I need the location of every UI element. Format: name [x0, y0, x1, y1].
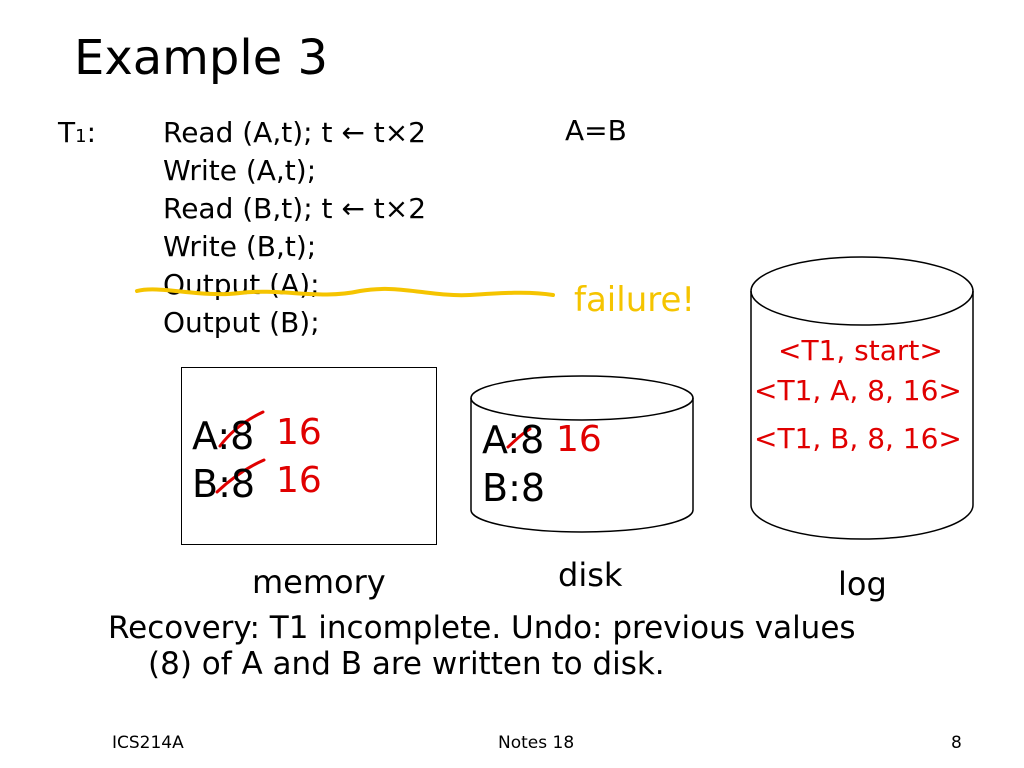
- strike-memory-a: [218, 410, 265, 448]
- code-line-4: Write (B,t);: [163, 230, 317, 263]
- disk-a-value: A:8: [482, 418, 545, 462]
- footer-course: ICS214A: [112, 733, 184, 753]
- memory-a-new-value: 16: [276, 412, 322, 453]
- memory-box: [181, 367, 437, 545]
- recovery-line-1: Recovery: T1 incomplete. Undo: previous …: [108, 610, 856, 646]
- memory-a-value: A:8: [192, 414, 255, 458]
- log-entry-a: <T1, A, 8, 16>: [754, 374, 962, 407]
- strike-disk-a: [506, 427, 532, 449]
- condition-text: A=B: [565, 114, 627, 147]
- code-line-2: Write (A,t);: [163, 154, 317, 187]
- recovery-text: Recovery: T1 incomplete. Undo: previous …: [108, 610, 888, 682]
- slide-title: Example 3: [74, 30, 329, 86]
- transaction-colon: :: [86, 116, 96, 149]
- memory-b-new-value: 16: [276, 460, 322, 501]
- disk-cylinder: [470, 375, 694, 533]
- log-entry-b: <T1, B, 8, 16>: [754, 422, 962, 455]
- strike-memory-b: [215, 458, 266, 494]
- log-label: log: [838, 565, 887, 603]
- transaction-subscript: 1: [75, 126, 87, 147]
- memory-b-value: B:8: [192, 462, 256, 506]
- failure-line: [135, 286, 555, 298]
- footer-notes: Notes 18: [498, 733, 575, 753]
- footer-page-number: 8: [951, 733, 962, 753]
- transaction-letter: T: [58, 116, 76, 149]
- transaction-name: T1:: [58, 114, 96, 156]
- code-line-3: Read (B,t); t ← t×2: [163, 192, 427, 225]
- recovery-line-2: (8) of A and B are written to disk.: [148, 646, 665, 682]
- disk-b-value: B:8: [482, 466, 546, 510]
- disk-a-new-value: 16: [556, 419, 602, 460]
- code-line-6: Output (B);: [163, 306, 320, 339]
- log-entry-start: <T1, start>: [778, 334, 943, 367]
- disk-label: disk: [558, 556, 623, 594]
- code-line-1: Read (A,t); t ← t×2: [163, 116, 426, 149]
- memory-label: memory: [252, 563, 386, 601]
- failure-label: failure!: [574, 280, 696, 320]
- code-line-5: Output (A);: [163, 268, 320, 301]
- log-cylinder: [750, 256, 974, 540]
